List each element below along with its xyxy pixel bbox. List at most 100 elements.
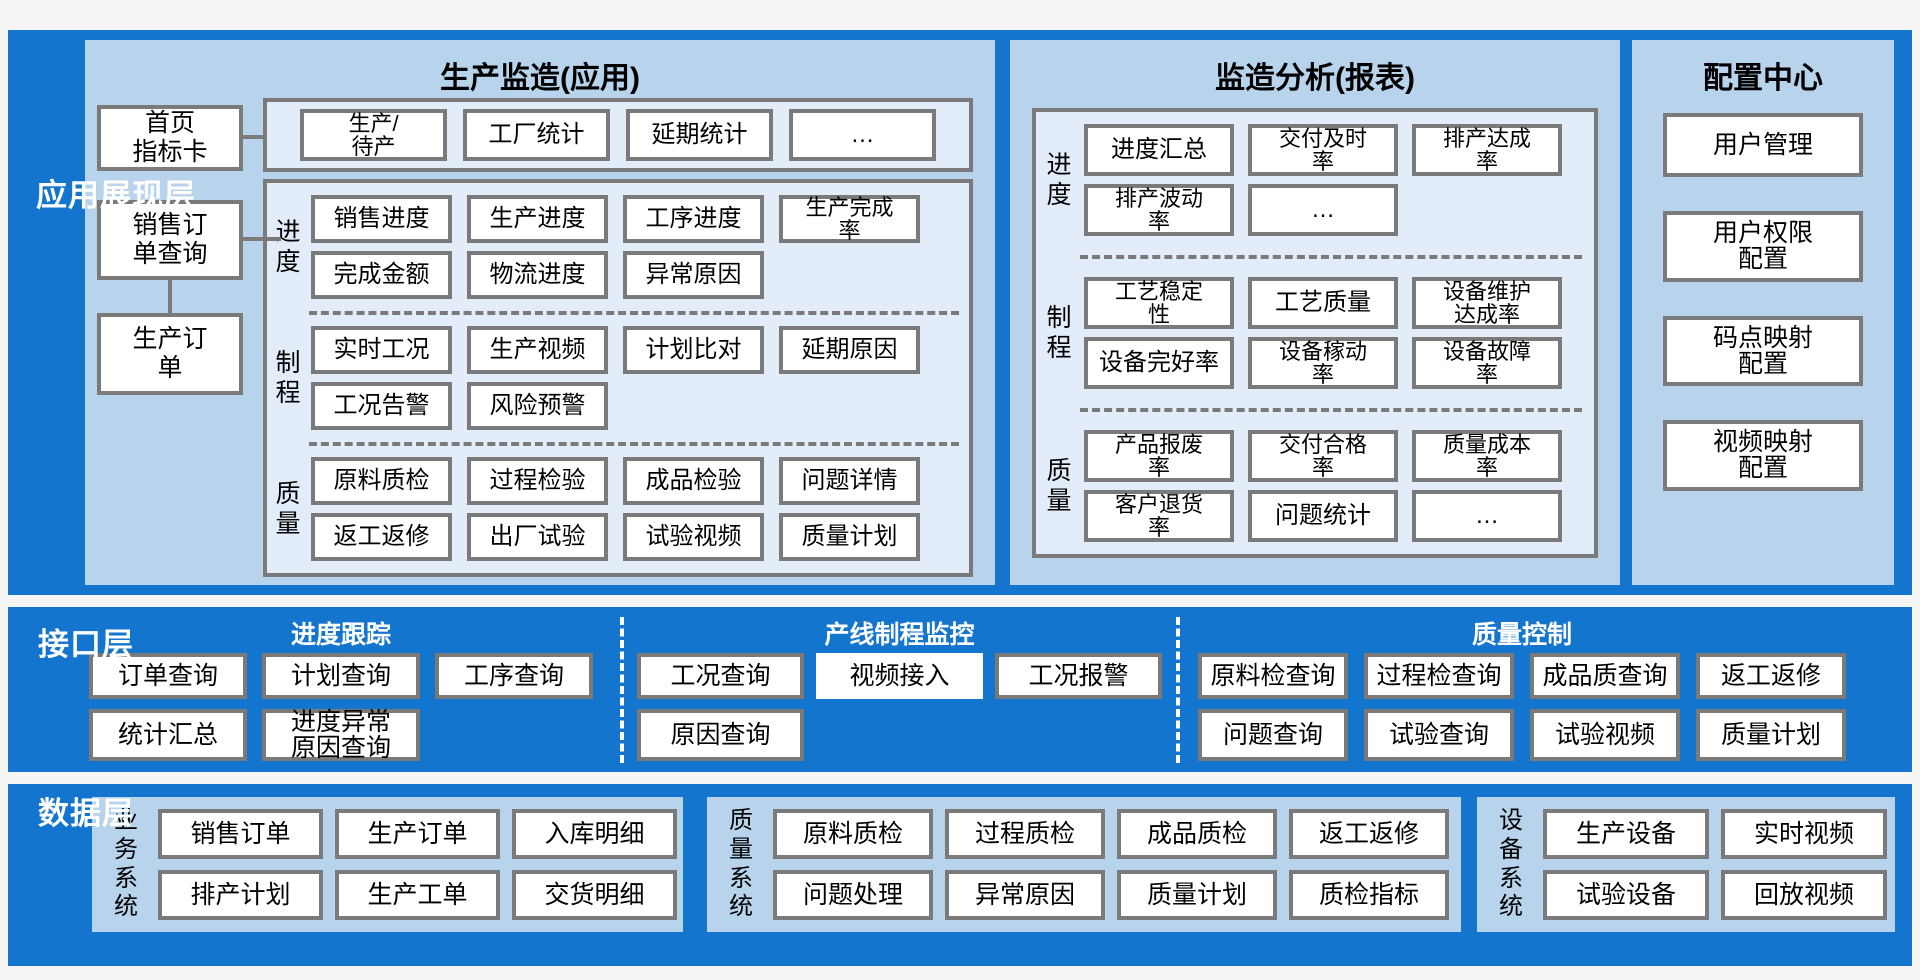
module-box: 质量计划 (779, 513, 920, 561)
module-box: 回放视频 (1721, 870, 1887, 920)
data-layer: 数据层 业务系统 销售订单生产订单入库明细 排产计划生产工单交货明细 质量系统 … (8, 784, 1912, 966)
quality-system-panel: 质量系统 原料质检过程质检成品质检返工返修 问题处理异常原因质量计划质检指标 (707, 797, 1461, 932)
layer-label-application: 应用展现层 (36, 178, 196, 213)
quality-row-2: 返工返修出厂试验试验视频质量计划 (311, 513, 920, 561)
module-box: 返工返修 (1289, 809, 1449, 859)
module-box: 质量计划 (1117, 870, 1277, 920)
progress-tracking-row-2: 统计汇总进度异常 原因查询 (89, 709, 593, 761)
module-box: 成品检验 (623, 457, 764, 505)
module-box: 生产设备 (1543, 809, 1709, 859)
module-box: 产品报废 率 (1084, 430, 1234, 482)
system-label-quality: 质量系统 (729, 806, 753, 921)
module-box: 工况查询 (637, 653, 804, 699)
process-row-1: 实时工况生产视频计划比对延期原因 (311, 326, 920, 374)
module-box: 计划查询 (262, 653, 420, 699)
module-box: 销售进度 (311, 195, 452, 243)
section-progress: 进度 进度汇总交付及时 率排产达成 率 排产波动 率 … (1044, 124, 1586, 236)
module-box: 返工返修 (1696, 653, 1846, 699)
section-label-process: 制程 (275, 349, 301, 407)
interface-group-progress-tracking: 进度跟踪 订单查询计划查询工序查询 统计汇总进度异常 原因查询 (89, 615, 593, 761)
module-box: 异常原因 (945, 870, 1105, 920)
progress-tracking-row-1: 订单查询计划查询工序查询 (89, 653, 593, 699)
business-system-row-1: 销售订单生产订单入库明细 (158, 809, 677, 859)
module-box: … (789, 109, 936, 161)
module-box: 工况告警 (311, 382, 452, 430)
quality-control-row-2: 问题查询试验查询试验视频质量计划 (1198, 709, 1846, 761)
module-box: 工况报警 (995, 653, 1162, 699)
layer-label-interface: 接口层 (38, 627, 134, 662)
dashed-divider (1080, 254, 1582, 259)
section-label-progress: 进度 (1046, 151, 1072, 209)
module-box: 进度异常 原因查询 (262, 709, 420, 761)
module-box: 用户权限 配置 (1663, 211, 1863, 282)
equipment-system-panel: 设备系统 生产设备实时视频 试验设备回放视频 (1477, 797, 1895, 932)
quality-row-1: 原料质检过程检验成品检验问题详情 (311, 457, 920, 505)
module-box: 实时工况 (311, 326, 452, 374)
module-box: 原因查询 (637, 709, 804, 761)
module-box: 试验查询 (1364, 709, 1514, 761)
module-box: 设备故障 率 (1412, 337, 1562, 389)
module-box: 过程检验 (467, 457, 608, 505)
nav-box-home-indicator-card: 首页 指标卡 (97, 105, 243, 171)
system-label-equipment: 设备系统 (1499, 806, 1523, 921)
nav-box-production-order: 生产订 单 (97, 313, 243, 395)
analysis-process-row-1: 工艺稳定 性工艺质量设备维护 达成率 (1084, 277, 1562, 329)
section-label-process: 制程 (1046, 304, 1072, 362)
module-box: 试验视频 (623, 513, 764, 561)
module-box: 延期统计 (626, 109, 773, 161)
module-box: 生产完成 率 (779, 195, 920, 243)
dashed-divider (1080, 407, 1582, 412)
quality-system-row-1: 原料质检过程质检成品质检返工返修 (773, 809, 1449, 859)
analysis-progress-row-1: 进度汇总交付及时 率排产达成 率 (1084, 124, 1562, 176)
progress-row-2: 完成金额物流进度异常原因 (311, 251, 920, 299)
line-monitoring-row-2: 原因查询 (637, 709, 1162, 761)
module-box: 原料检查询 (1198, 653, 1348, 699)
module-box: 过程检查询 (1364, 653, 1514, 699)
vertical-dashed-divider (620, 617, 624, 763)
module-box: 原料质检 (773, 809, 933, 859)
module-box: 质量成本 率 (1412, 430, 1562, 482)
module-box: 进度汇总 (1084, 124, 1234, 176)
interface-group-line-process-monitoring: 产线制程监控 工况查询视频接入工况报警 原因查询 (637, 615, 1162, 761)
equipment-system-row-1: 生产设备实时视频 (1543, 809, 1887, 859)
module-box: 码点映射 配置 (1663, 315, 1863, 386)
module-box: 计划比对 (623, 326, 764, 374)
module-box: 视频接入 (816, 653, 983, 699)
nav-box-sales-order-query: 销售订 单查询 (97, 200, 243, 280)
equipment-system-row-2: 试验设备回放视频 (1543, 870, 1887, 920)
module-box: 交付及时 率 (1248, 124, 1398, 176)
module-box: 问题处理 (773, 870, 933, 920)
module-box: 实时视频 (1721, 809, 1887, 859)
analysis-quality-row-1: 产品报废 率交付合格 率质量成本 率 (1084, 430, 1562, 482)
module-box: 风险预警 (467, 382, 608, 430)
module-box: 排产波动 率 (1084, 184, 1234, 236)
group-title-quality-control: 质量控制 (1471, 621, 1572, 649)
module-box: 入库明细 (512, 809, 677, 859)
module-box: 设备稼动 率 (1248, 337, 1398, 389)
module-box: … (1248, 184, 1398, 236)
module-box: 成品质检 (1117, 809, 1277, 859)
module-box: 成品质查询 (1530, 653, 1680, 699)
module-box: 出厂试验 (467, 513, 608, 561)
application-presentation-layer: 应用展现层 生产监造(应用) 首页 指标卡 销售订 单查询 生产订 单 生产/ … (8, 30, 1912, 595)
business-system-row-2: 排产计划生产工单交货明细 (158, 870, 677, 920)
module-box: 交货明细 (512, 870, 677, 920)
config-items-list: 用户管理用户权限 配置码点映射 配置视频映射 配置 (1632, 97, 1894, 491)
section-process: 制程 实时工况生产视频计划比对延期原因 工况告警风险预警 (273, 326, 963, 430)
interface-group-quality-control: 质量控制 原料检查询过程检查询成品质查询返工返修 问题查询试验查询试验视频质量计… (1198, 615, 1846, 761)
module-box: 工厂统计 (463, 109, 610, 161)
module-box: 异常原因 (623, 251, 764, 299)
production-supervision-panel: 生产监造(应用) 首页 指标卡 销售订 单查询 生产订 单 生产/ 待产工厂统计… (85, 40, 995, 585)
quality-system-row-2: 问题处理异常原因质量计划质检指标 (773, 870, 1449, 920)
module-box: 排产达成 率 (1412, 124, 1562, 176)
module-box: 工序查询 (435, 653, 593, 699)
vertical-dashed-divider (1176, 617, 1180, 763)
module-box: 物流进度 (467, 251, 608, 299)
progress-row-1: 销售进度生产进度工序进度生产完成 率 (311, 195, 920, 243)
module-box: 工艺稳定 性 (1084, 277, 1234, 329)
business-system-panel: 业务系统 销售订单生产订单入库明细 排产计划生产工单交货明细 (92, 797, 683, 932)
module-box: 工艺质量 (1248, 277, 1398, 329)
module-box: 客户退货 率 (1084, 490, 1234, 542)
module-box: 试验视频 (1530, 709, 1680, 761)
module-box: 销售订单 (158, 809, 323, 859)
